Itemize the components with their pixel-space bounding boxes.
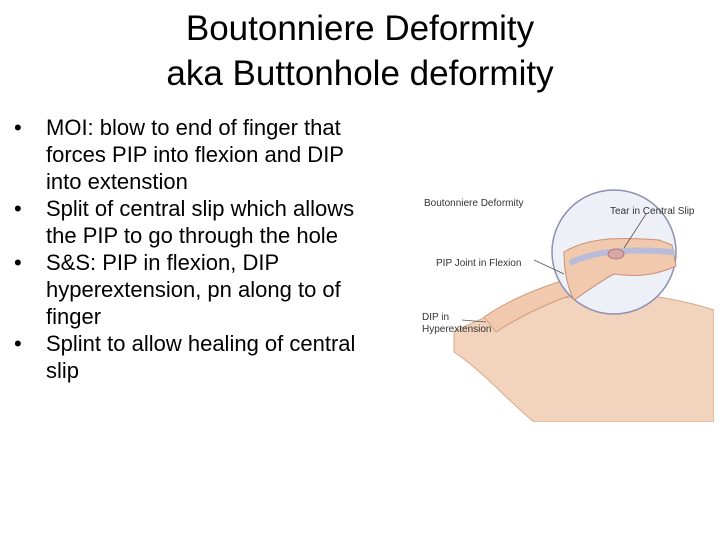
bullet-list: • MOI: blow to end of finger that forces… [14,114,384,384]
bullet-text: S&S: PIP in flexion, DIP hyperextension,… [46,250,341,329]
figure-heading: Boutonniere Deformity [424,198,524,209]
bullet-item: • Splint to allow healing of central sli… [14,330,384,384]
leader-line-dip [461,319,487,323]
label-dip-line1: DIP in [422,312,449,323]
boutonniere-illustration: Boutonniere Deformity Tear in Central Sl… [414,182,714,422]
bullet-text: Splint to allow healing of central slip [46,331,356,383]
bullet-item: • Split of central slip which allows the… [14,195,384,249]
bullet-text: MOI: blow to end of finger that forces P… [46,115,344,194]
bullet-dot: • [14,115,22,140]
bullet-dot: • [14,250,22,275]
leader-line-tear [623,213,647,249]
leader-line-pip [533,259,565,275]
bullet-item: • S&S: PIP in flexion, DIP hyperextensio… [14,249,384,330]
bullet-text: Split of central slip which allows the P… [46,196,355,248]
bullet-dot: • [14,331,22,356]
slide-title: Boutonniere Deformity aka Buttonhole def… [0,6,720,96]
label-tear: Tear in Central Slip [610,206,695,217]
title-line-1: Boutonniere Deformity [185,9,535,48]
tear-mark [607,248,625,260]
bullet-item: • MOI: blow to end of finger that forces… [14,114,384,195]
label-dip-line2: Hyperextension [422,324,491,335]
bullet-dot: • [14,196,22,221]
label-pip: PIP Joint in Flexion [436,258,521,269]
title-line-2: aka Buttonhole deformity [166,54,554,93]
hand-diagram-svg: Boutonniere Deformity Tear in Central Sl… [422,189,714,422]
